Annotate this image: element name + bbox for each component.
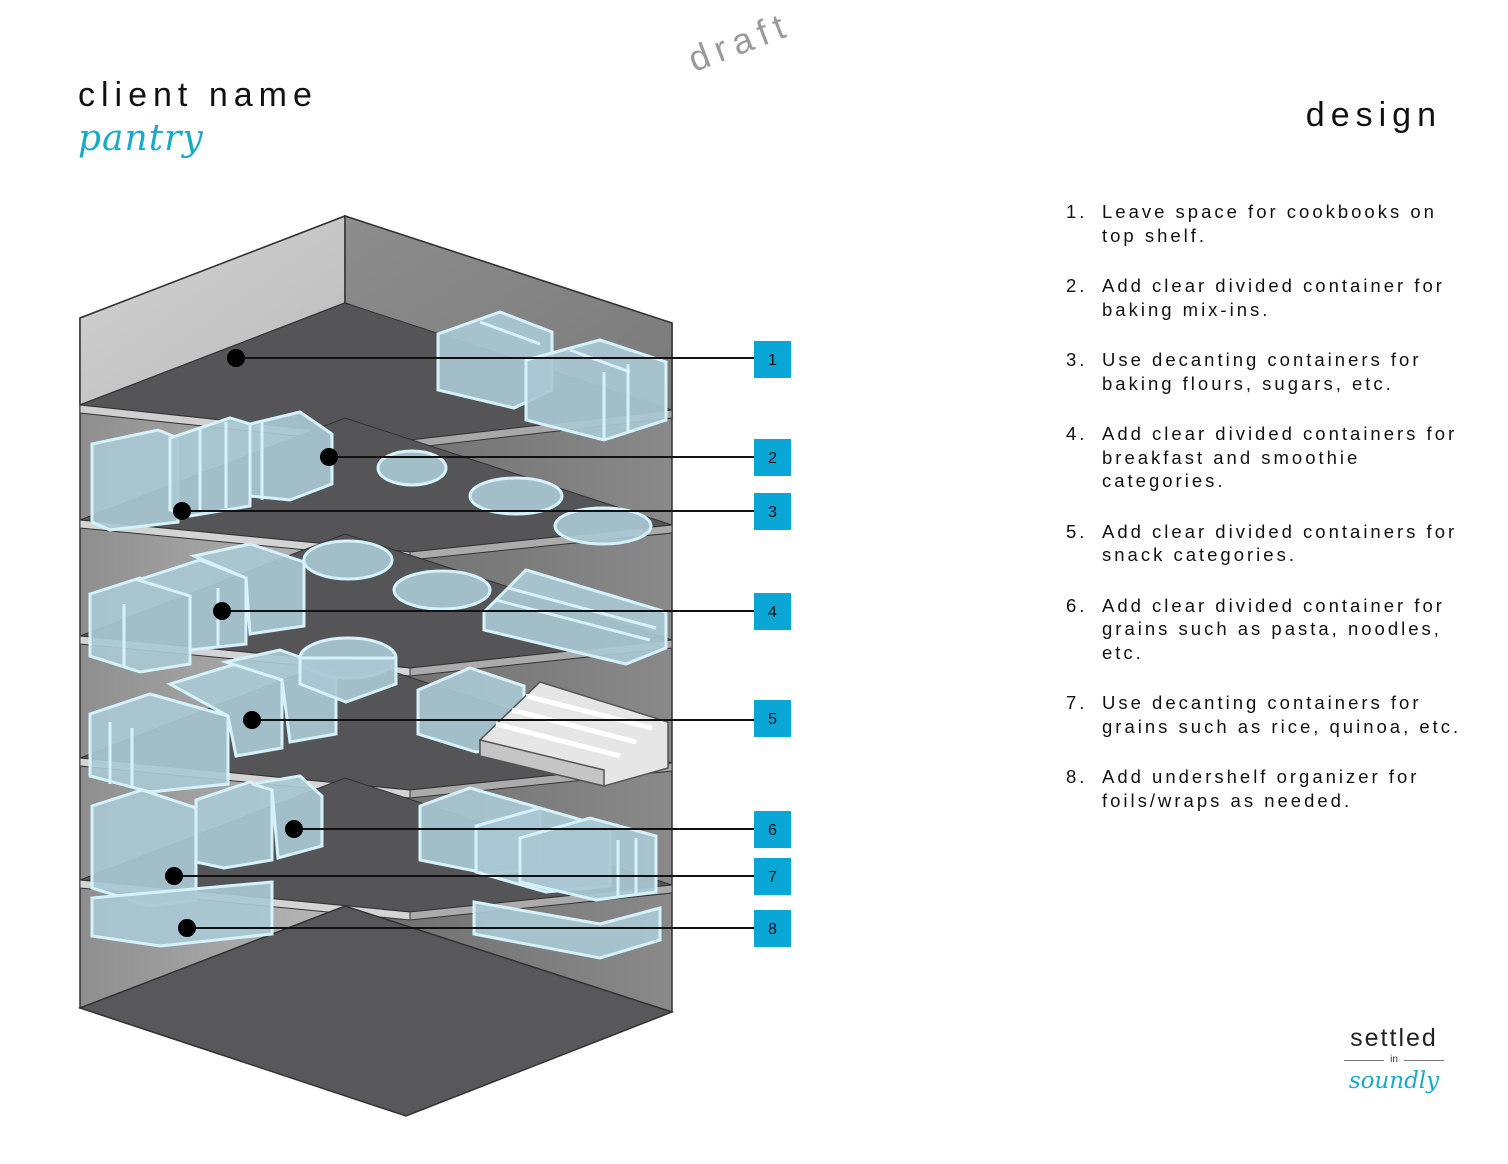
callout-2: 2 (754, 439, 791, 476)
callout-7-label: 7 (768, 869, 777, 886)
note-item-3: 3. Use decanting containers for baking f… (1066, 348, 1466, 395)
callout-3: 3 (754, 493, 791, 530)
note-item-7: 7. Use decanting containers for grains s… (1066, 691, 1466, 738)
note-item-8: 8. Add undershelf organizer for foils/wr… (1066, 765, 1466, 812)
callout-2-label: 2 (768, 450, 777, 467)
callout-7: 7 (754, 858, 791, 895)
note-item-2: 2. Add clear divided container for bakin… (1066, 274, 1466, 321)
note-number: 2. (1066, 275, 1088, 296)
logo-top-text: settled (1350, 1024, 1438, 1052)
logo-middle-text: in (1338, 1054, 1450, 1066)
note-number: 3. (1066, 349, 1088, 370)
note-number: 5. (1066, 520, 1088, 542)
callout-8: 8 (754, 910, 791, 947)
note-text: Leave space for cookbooks on top shelf. (1102, 201, 1437, 246)
logo-bottom-text: soundly (1348, 1068, 1440, 1094)
note-item-5: 5. Add clear divided containers for snac… (1066, 520, 1466, 567)
leader-dots (165, 349, 338, 937)
note-item-1: 1. Leave space for cookbooks on top shel… (1066, 200, 1466, 247)
design-notes-list: 1. Leave space for cookbooks on top shel… (1066, 200, 1466, 839)
callout-5: 5 (754, 700, 791, 737)
callout-1-label: 1 (768, 352, 777, 369)
callout-4-label: 4 (768, 604, 777, 621)
callout-6-label: 6 (768, 822, 777, 839)
note-number: 6. (1066, 594, 1088, 616)
callout-8-label: 8 (768, 921, 777, 938)
stepped-riser (479, 681, 669, 787)
note-text: Use decanting containers for grains such… (1102, 692, 1462, 737)
callout-3-label: 3 (768, 504, 777, 521)
client-name-title: client name (78, 76, 318, 114)
note-text: Use decanting containers for baking flou… (1102, 349, 1422, 394)
pantry-subtitle: pantry (78, 118, 204, 159)
callout-1: 1 (754, 341, 791, 378)
note-text: Add clear divided containers for snack c… (1102, 520, 1458, 566)
note-number: 8. (1066, 766, 1088, 787)
pantry-floor (77, 905, 675, 1117)
note-item-6: 6. Add clear divided container for grain… (1066, 594, 1466, 665)
leader-lines (174, 357, 754, 929)
note-text: Add undershelf organizer for foils/wraps… (1102, 766, 1420, 811)
note-item-4: 4. Add clear divided containers for brea… (1066, 422, 1466, 493)
note-text: Add clear divided container for grains s… (1102, 594, 1445, 663)
note-text: Add clear divided container for baking m… (1102, 275, 1445, 320)
callout-4: 4 (754, 593, 791, 630)
note-number: 7. (1066, 692, 1088, 713)
note-number: 1. (1066, 201, 1088, 222)
design-section-title: design (1305, 96, 1442, 134)
callout-6: 6 (754, 811, 791, 848)
note-text: Add clear divided containers for breakfa… (1102, 423, 1458, 491)
note-number: 4. (1066, 423, 1088, 444)
callout-5-label: 5 (768, 711, 777, 728)
brand-logo: settled in soundly (1338, 1024, 1450, 1094)
clear-containers (88, 310, 668, 960)
